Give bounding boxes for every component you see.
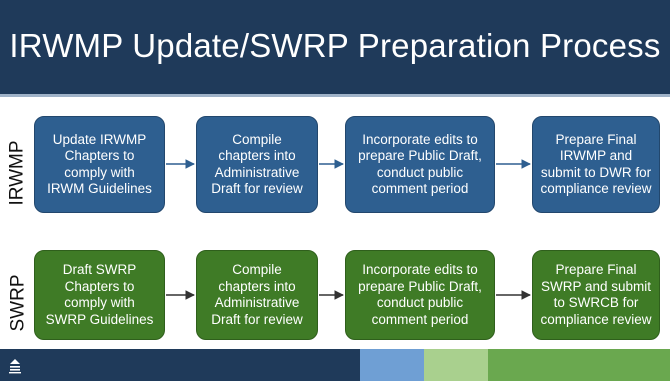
swrp-step-2-text: Compile chapters into Administrative Dra… <box>211 262 303 327</box>
swrp-step-3-text: Incorporate edits to prepare Public Draf… <box>358 262 482 327</box>
footer-segment-3 <box>360 349 424 381</box>
irwmp-step-2-text: Compile chapters into Administrative Dra… <box>211 131 303 197</box>
irwmp-step-1-text: Update IRWMP Chapters to comply with IRW… <box>47 131 152 197</box>
footer-segment-2 <box>296 349 360 381</box>
irwmp-step-3-text: Incorporate edits to prepare Public Draf… <box>358 131 482 197</box>
slide-title: IRWMP Update/SWRP Preparation Process <box>9 27 661 64</box>
footer-segment-4 <box>424 349 488 381</box>
title-divider <box>0 94 670 97</box>
swrp-step-4-text: Prepare Final SWRP and submit to SWRCB f… <box>540 262 652 327</box>
swrp-step-2: Compile chapters into Administrative Dra… <box>196 250 318 340</box>
irwmp-step-4-text: Prepare Final IRWMP and submit to DWR fo… <box>540 131 652 197</box>
row-label-irwmp: IRWMP <box>6 113 30 233</box>
swrp-step-4: Prepare Final SWRP and submit to SWRCB f… <box>532 250 660 340</box>
swrp-step-3: Incorporate edits to prepare Public Draf… <box>345 250 495 340</box>
footer-segment-5 <box>488 349 670 381</box>
irwmp-step-2: Compile chapters into Administrative Dra… <box>196 116 318 213</box>
row-label-swrp-text: SWRP <box>7 274 28 332</box>
agency-logo-icon <box>9 359 21 374</box>
irwmp-step-1: Update IRWMP Chapters to comply with IRW… <box>34 116 165 213</box>
row-label-irwmp-text: IRWMP <box>7 140 28 206</box>
footer-bar <box>0 349 670 381</box>
swrp-step-1: Draft SWRP Chapters to comply with SWRP … <box>34 250 165 340</box>
footer-segment-1 <box>0 349 296 381</box>
irwmp-step-4: Prepare Final IRWMP and submit to DWR fo… <box>532 116 660 213</box>
irwmp-step-3: Incorporate edits to prepare Public Draf… <box>345 116 495 213</box>
row-label-swrp: SWRP <box>6 243 30 363</box>
title-banner: IRWMP Update/SWRP Preparation Process <box>0 0 670 94</box>
swrp-step-1-text: Draft SWRP Chapters to comply with SWRP … <box>45 262 154 327</box>
